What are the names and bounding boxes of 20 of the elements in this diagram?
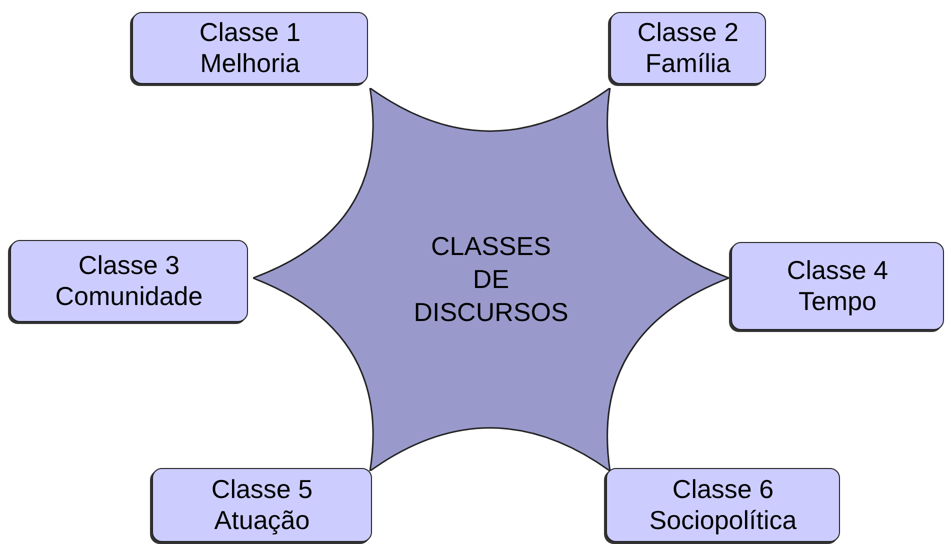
class-name: Sociopolítica bbox=[649, 505, 797, 536]
rounded-box bbox=[132, 12, 368, 84]
rounded-box bbox=[731, 242, 944, 330]
rounded-box bbox=[152, 468, 372, 542]
class-name: Comunidade bbox=[55, 281, 203, 312]
class-name: Melhoria bbox=[200, 48, 300, 79]
star-shape bbox=[253, 88, 729, 471]
rounded-box bbox=[610, 12, 766, 84]
class-number: Classe 1 bbox=[199, 17, 301, 48]
class-number: Classe 6 bbox=[672, 474, 774, 505]
class-number: Classe 4 bbox=[786, 255, 888, 286]
rounded-box bbox=[10, 240, 248, 322]
rounded-box bbox=[606, 468, 840, 542]
class-number: Classe 3 bbox=[78, 250, 180, 281]
class-name: Tempo bbox=[798, 286, 877, 317]
class-name: Atuação bbox=[214, 505, 310, 536]
class-number: Classe 5 bbox=[211, 474, 313, 505]
center-title: CLASSES DE DISCURSOS bbox=[414, 230, 568, 329]
class-number: Classe 2 bbox=[637, 17, 739, 48]
class-name: Família bbox=[645, 48, 731, 79]
